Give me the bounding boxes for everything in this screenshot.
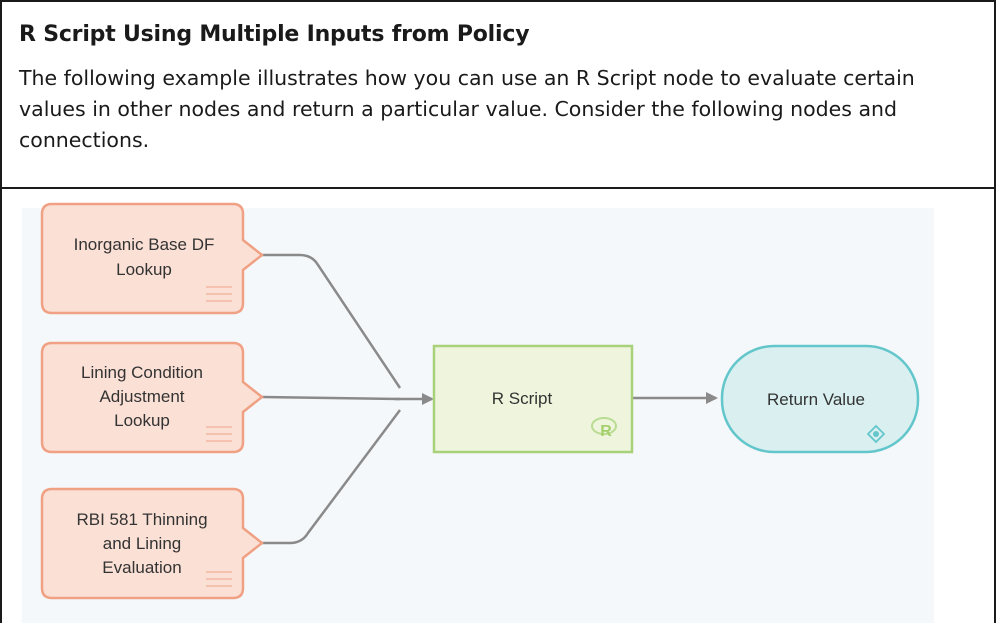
connector-input1-to-rscript	[262, 253, 402, 389]
policy-input-node-rbi-581-thinning[interactable]: RBI 581 Thinning and Lining Evaluation	[40, 487, 265, 600]
policy-input-icon	[206, 426, 232, 442]
policy-input-icon	[206, 571, 232, 587]
r-script-node[interactable]: R Script R	[432, 344, 634, 454]
r-logo-icon: R	[591, 417, 617, 440]
section-description: The following example illustrates how yo…	[19, 66, 915, 152]
section-divider	[0, 187, 996, 189]
policy-input-node-lining-condition[interactable]: Lining Condition Adjustment Lookup	[40, 341, 265, 454]
svg-text:R: R	[600, 423, 612, 440]
node-label-line: Adjustment	[99, 387, 184, 406]
node-label-line: and Lining	[103, 534, 181, 553]
connector-input2-to-rscript	[261, 395, 401, 401]
node-label-line: Lookup	[114, 411, 170, 430]
section-title: R Script Using Multiple Inputs from Poli…	[19, 22, 530, 47]
node-label-line: Evaluation	[102, 558, 181, 577]
node-label-line: Inorganic Base DF	[74, 235, 215, 254]
return-value-label: Return Value	[767, 390, 865, 409]
node-label-line: Lining Condition	[81, 363, 203, 382]
policy-input-node-inorganic-base-df[interactable]: Inorganic Base DF Lookup	[40, 202, 265, 315]
connector-input3-to-rscript	[262, 409, 402, 545]
return-value-node[interactable]: Return Value	[720, 344, 920, 454]
node-label-line: RBI 581 Thinning	[76, 510, 207, 529]
return-value-icon	[866, 424, 886, 444]
node-label-line: Lookup	[116, 260, 172, 279]
r-script-label: R Script	[492, 389, 553, 408]
policy-input-icon	[206, 286, 232, 302]
